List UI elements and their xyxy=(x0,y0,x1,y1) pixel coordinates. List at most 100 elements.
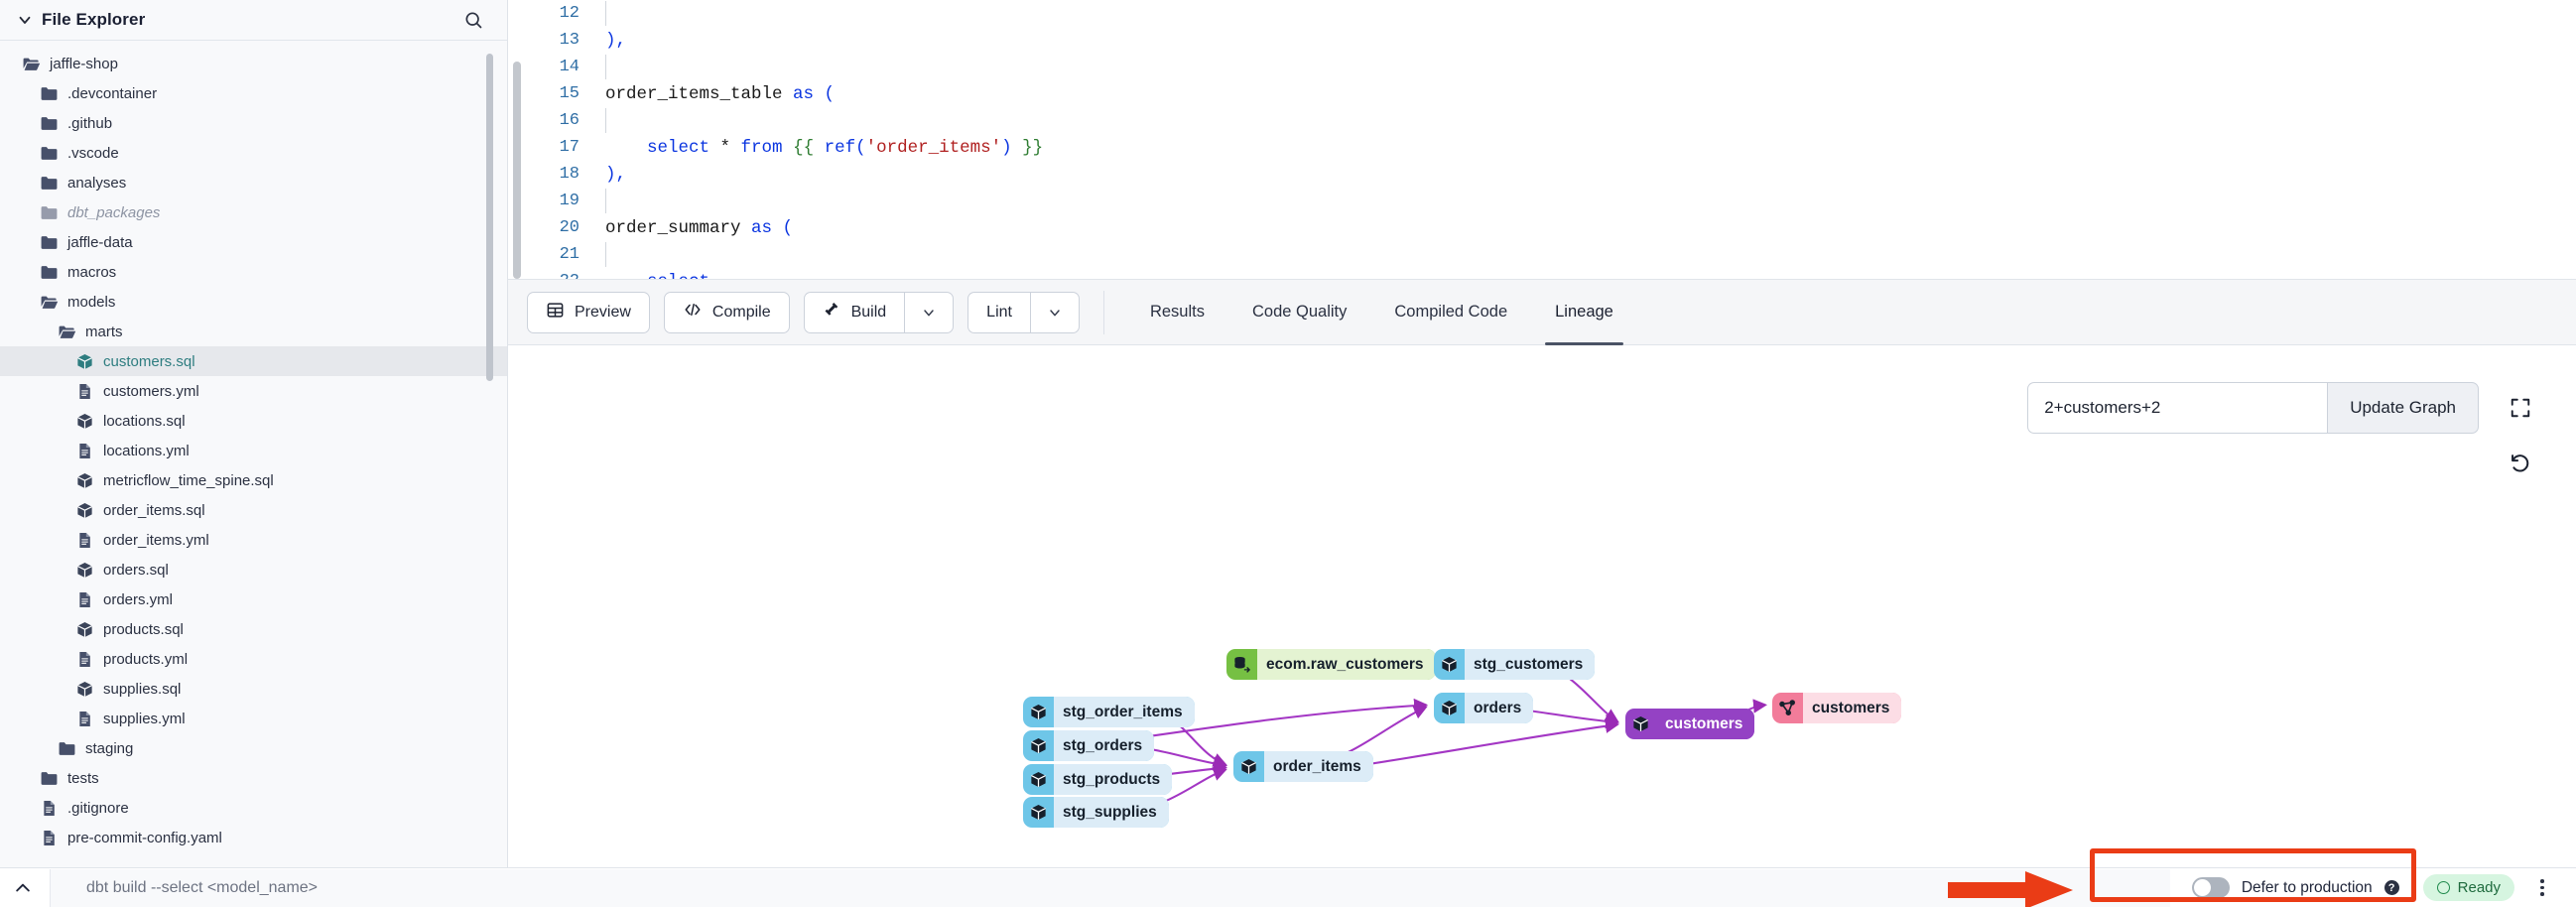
code-line: 13), xyxy=(528,27,2576,54)
tree-item-marts[interactable]: marts xyxy=(0,317,507,346)
model-cube-icon xyxy=(75,471,94,490)
tree-item-label: analyses xyxy=(67,174,127,192)
tree-item-label: staging xyxy=(85,739,134,757)
tree-item-order-items-yml[interactable]: order_items.yml xyxy=(0,525,507,555)
tree-item-supplies-sql[interactable]: supplies.sql xyxy=(0,674,507,704)
line-number: 16 xyxy=(559,111,580,130)
lineage-node-orders[interactable]: orders xyxy=(1434,693,1534,723)
folder-icon xyxy=(40,203,59,222)
tab-lineage[interactable]: Lineage xyxy=(1531,279,1637,345)
model-cube-icon xyxy=(1434,649,1465,680)
lineage-node-label: ecom.raw_customers xyxy=(1257,649,1436,680)
defer-label: Defer to production xyxy=(2241,878,2373,896)
kebab-menu-icon[interactable] xyxy=(2526,872,2558,904)
tree-item-models[interactable]: models xyxy=(0,287,507,317)
tree-item-orders-yml[interactable]: orders.yml xyxy=(0,584,507,614)
lineage-node-label: orders xyxy=(1465,693,1534,723)
tree-item-products-yml[interactable]: products.yml xyxy=(0,644,507,674)
search-icon[interactable] xyxy=(463,10,483,30)
update-graph-label: Update Graph xyxy=(2350,398,2456,417)
lineage-node-customers-exposure[interactable]: customers xyxy=(1772,693,1902,723)
preview-button[interactable]: Preview xyxy=(527,291,650,333)
line-number: 19 xyxy=(559,192,580,210)
status-bar: dbt build --select <model_name> Defer to… xyxy=(0,867,2576,907)
model-cube-icon xyxy=(1023,797,1054,828)
chevron-up-icon[interactable] xyxy=(6,871,40,905)
fullscreen-expand-icon[interactable] xyxy=(2499,386,2542,430)
build-dropdown-caret[interactable] xyxy=(904,291,955,333)
tree-item-products-sql[interactable]: products.sql xyxy=(0,614,507,644)
tree-item-label: products.yml xyxy=(103,650,189,668)
yaml-file-icon xyxy=(75,531,94,550)
lineage-node-stg-orders[interactable]: stg_orders xyxy=(1023,730,1155,761)
lineage-node-ecom-raw-customers[interactable]: ecom.raw_customers xyxy=(1226,649,1436,680)
line-number: 17 xyxy=(559,138,580,157)
tree-item-locations-yml[interactable]: locations.yml xyxy=(0,436,507,465)
tree-item-tests[interactable]: tests xyxy=(0,763,507,793)
lint-dropdown-caret[interactable] xyxy=(1029,291,1080,333)
results-tabs[interactable]: Results Code Quality Compiled Code Lineage xyxy=(1126,279,1637,345)
editor-scrollbar[interactable] xyxy=(513,62,521,279)
tree-item-customers-yml[interactable]: customers.yml xyxy=(0,376,507,406)
command-input[interactable]: dbt build --select <model_name> xyxy=(50,868,2170,907)
tree-item-label: pre-commit-config.yaml xyxy=(67,829,222,846)
tab-results[interactable]: Results xyxy=(1149,303,1205,321)
file-tree-scrollbar[interactable] xyxy=(486,54,493,381)
yaml-file-icon xyxy=(40,829,59,847)
tree-item-label: customers.yml xyxy=(103,382,199,400)
tab-compiled-code[interactable]: Compiled Code xyxy=(1394,303,1508,321)
tab-code-quality[interactable]: Code Quality xyxy=(1252,303,1348,321)
build-button[interactable]: Build xyxy=(803,291,905,333)
tree-item--vscode[interactable]: .vscode xyxy=(0,138,507,168)
tree-item-label: locations.sql xyxy=(103,412,186,430)
tree-item--github[interactable]: .github xyxy=(0,108,507,138)
lineage-node-label: customers xyxy=(1803,693,1902,723)
lint-button[interactable]: Lint xyxy=(967,291,1030,333)
chevron-down-icon[interactable] xyxy=(14,9,36,31)
lineage-node-stg-products[interactable]: stg_products xyxy=(1023,764,1173,795)
tree-item-customers-sql[interactable]: customers.sql xyxy=(0,346,507,376)
tree-item-pre-commit-config-yaml[interactable]: pre-commit-config.yaml xyxy=(0,823,507,852)
lineage-node-stg-customers[interactable]: stg_customers xyxy=(1434,649,1596,680)
code-text: order_summary as ( xyxy=(605,217,794,238)
graph-selector-input[interactable]: 2+customers+2 xyxy=(2027,382,2328,434)
lineage-node-stg-order-items[interactable]: stg_order_items xyxy=(1023,697,1195,727)
tree-item-jaffle-shop[interactable]: jaffle-shop xyxy=(0,49,507,78)
line-number: 13 xyxy=(559,31,580,50)
update-graph-button[interactable]: Update Graph xyxy=(2327,382,2479,434)
tree-item-macros[interactable]: macros xyxy=(0,257,507,287)
compile-button[interactable]: Compile xyxy=(663,291,790,333)
code-text xyxy=(605,108,606,133)
lineage-node-order-items[interactable]: order_items xyxy=(1233,751,1373,782)
tree-item-order-items-sql[interactable]: order_items.sql xyxy=(0,495,507,525)
tree-item-jaffle-data[interactable]: jaffle-data xyxy=(0,227,507,257)
tree-item-metricflow-time-spine-sql[interactable]: metricflow_time_spine.sql xyxy=(0,465,507,495)
tree-item-orders-sql[interactable]: orders.sql xyxy=(0,555,507,584)
tree-item-analyses[interactable]: analyses xyxy=(0,168,507,197)
lineage-node-stg-supplies[interactable]: stg_supplies xyxy=(1023,797,1169,828)
defer-to-production-control[interactable]: Defer to production ? xyxy=(2180,872,2413,903)
reset-rotate-icon[interactable] xyxy=(2499,443,2542,486)
lineage-node-label: stg_customers xyxy=(1465,649,1596,680)
tree-item-staging[interactable]: staging xyxy=(0,733,507,763)
code-line: 17 select * from {{ ref('order_items') }… xyxy=(528,134,2576,161)
tree-item-supplies-yml[interactable]: supplies.yml xyxy=(0,704,507,733)
tree-item--devcontainer[interactable]: .devcontainer xyxy=(0,78,507,108)
yaml-file-icon xyxy=(75,382,94,401)
file-tree[interactable]: jaffle-shop.devcontainer.github.vscode an… xyxy=(0,41,507,867)
tree-item-locations-sql[interactable]: locations.sql xyxy=(0,406,507,436)
model-cube-icon xyxy=(75,561,94,580)
tree-item-dbt-packages[interactable]: dbt_packages xyxy=(0,197,507,227)
code-text xyxy=(605,242,606,267)
tree-item--gitignore[interactable]: .gitignore xyxy=(0,793,507,823)
line-number: 15 xyxy=(559,84,580,103)
lineage-node-customers-model[interactable]: customers xyxy=(1625,709,1755,739)
preview-button-label: Preview xyxy=(575,303,631,321)
question-mark-icon[interactable]: ? xyxy=(2383,880,2399,895)
tree-item-label: marts xyxy=(85,323,123,340)
defer-toggle[interactable] xyxy=(2191,877,2230,898)
